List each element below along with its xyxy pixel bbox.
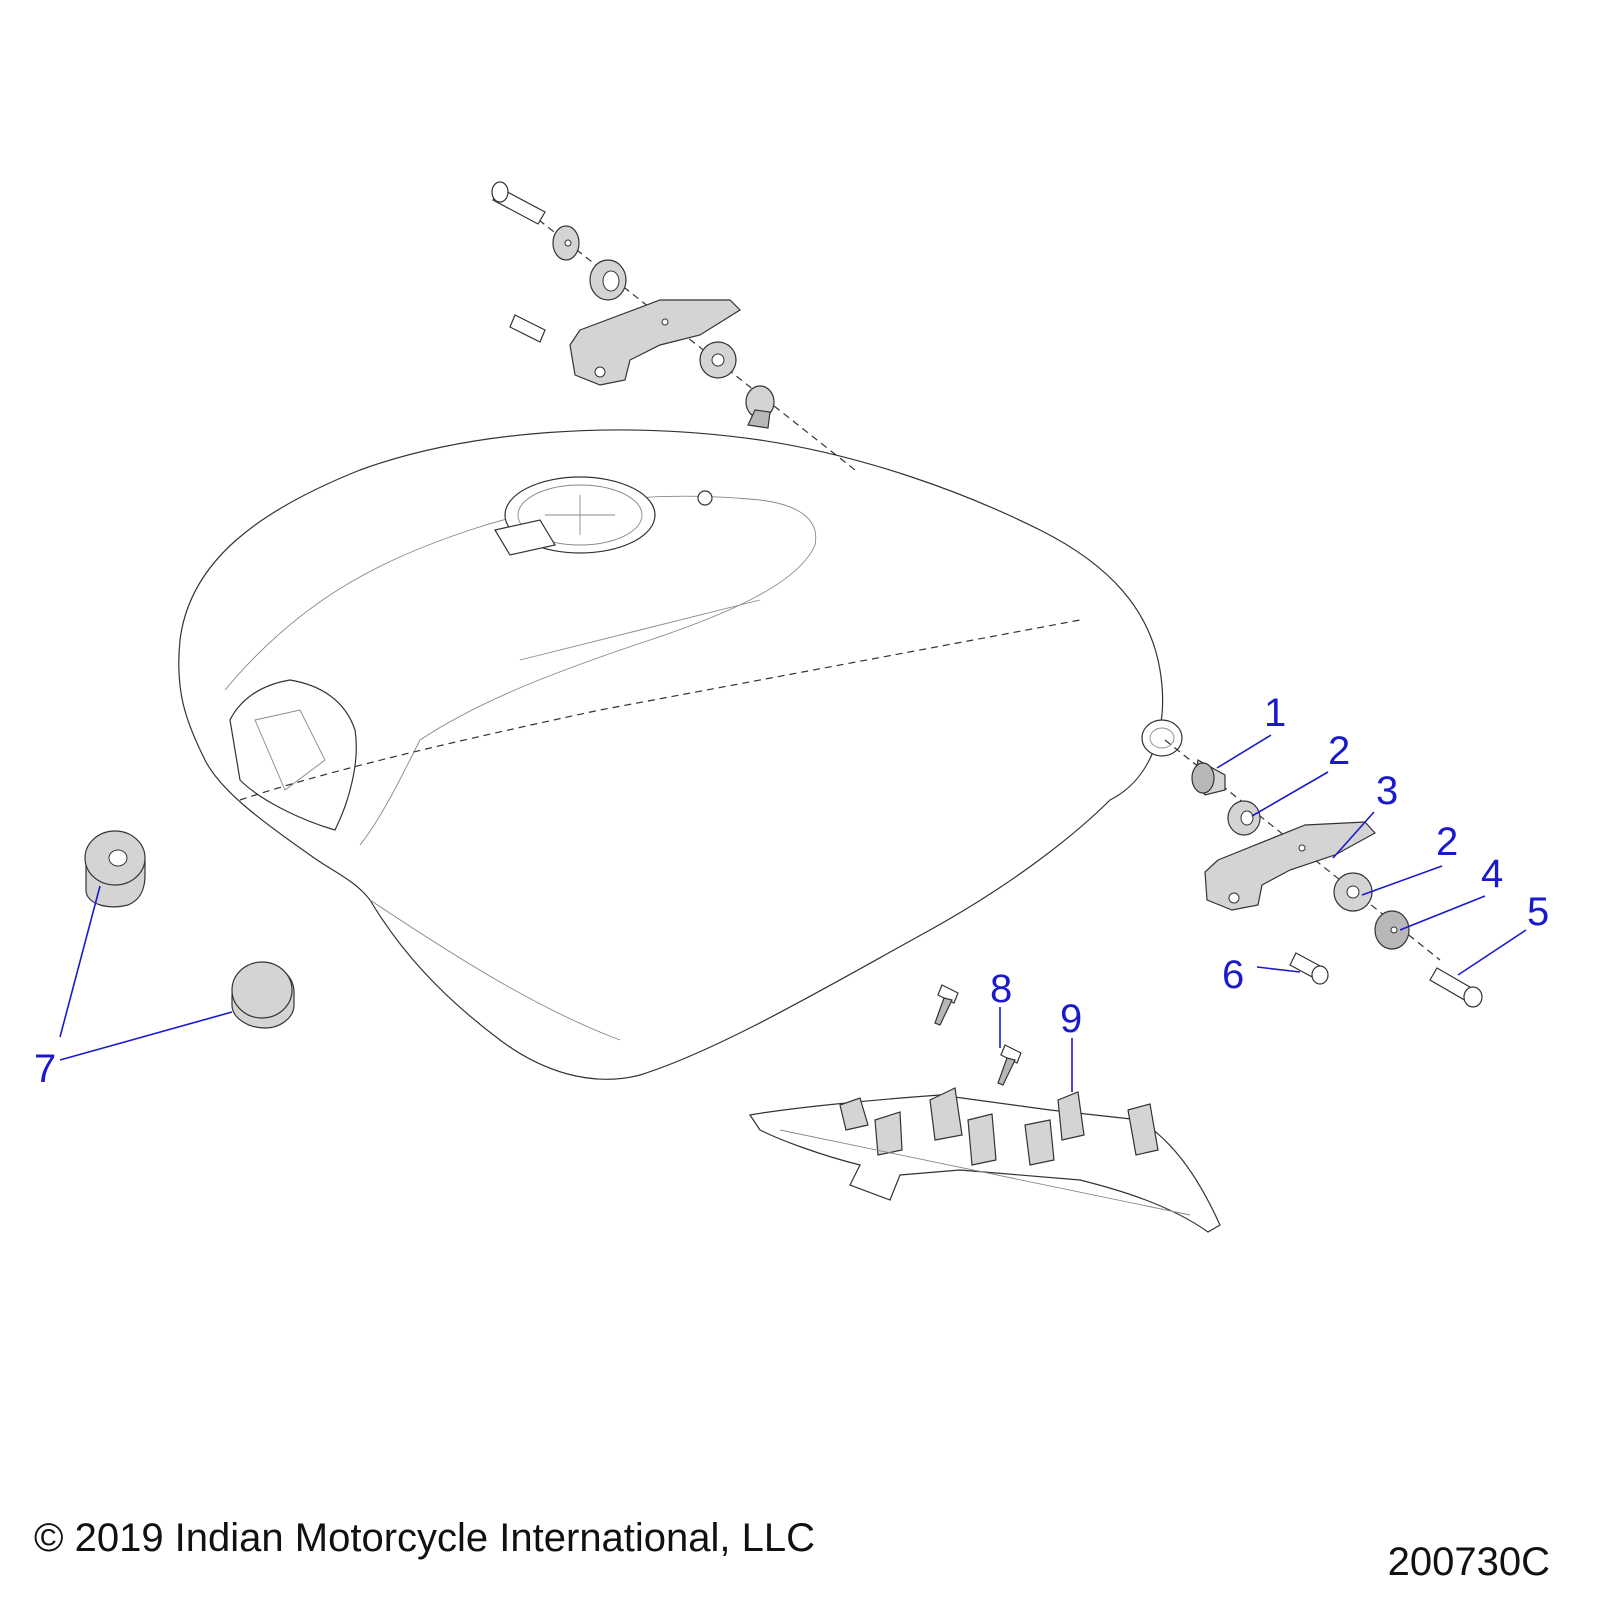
callout-9: 9 <box>1060 997 1082 1041</box>
tank-grommets <box>84 830 295 1029</box>
leader-lines <box>59 734 1527 1092</box>
callout-7: 7 <box>34 1047 56 1091</box>
push-rivet-b <box>997 1044 1022 1086</box>
callout-2-lock-washer: 2 <box>1436 820 1458 864</box>
upper-screw <box>509 314 546 343</box>
upper-bracket-assembly <box>491 181 856 471</box>
rear-screw <box>1289 952 1329 985</box>
callout-2-grommet: 2 <box>1328 729 1350 773</box>
rear-spacer <box>1191 759 1226 796</box>
callout-6: 6 <box>1222 953 1244 997</box>
grommet-upper <box>84 830 146 908</box>
grommet-lower <box>231 961 295 1029</box>
diagram-code: 200730C <box>1387 1540 1550 1584</box>
rear-bolt <box>1429 967 1483 1008</box>
callout-8: 8 <box>990 967 1012 1011</box>
callout-labels: 1 2 3 2 4 5 6 7 8 9 <box>34 691 1549 1091</box>
fuel-tank <box>178 429 1183 1080</box>
mounting-plate <box>748 1087 1221 1233</box>
upper-bolt <box>491 181 546 225</box>
fuel-cap <box>494 476 713 556</box>
push-rivet-a <box>934 984 959 1026</box>
callout-3: 3 <box>1376 769 1398 813</box>
rear-bracket <box>1204 821 1376 911</box>
callout-4: 4 <box>1481 852 1503 896</box>
copyright-notice: © 2019 Indian Motorcycle International, … <box>34 1516 816 1560</box>
callout-5: 5 <box>1527 890 1549 934</box>
rear-bracket-assembly <box>1164 739 1483 1008</box>
callout-1: 1 <box>1264 691 1286 735</box>
push-rivets <box>934 984 1022 1086</box>
upper-bracket <box>569 299 741 386</box>
